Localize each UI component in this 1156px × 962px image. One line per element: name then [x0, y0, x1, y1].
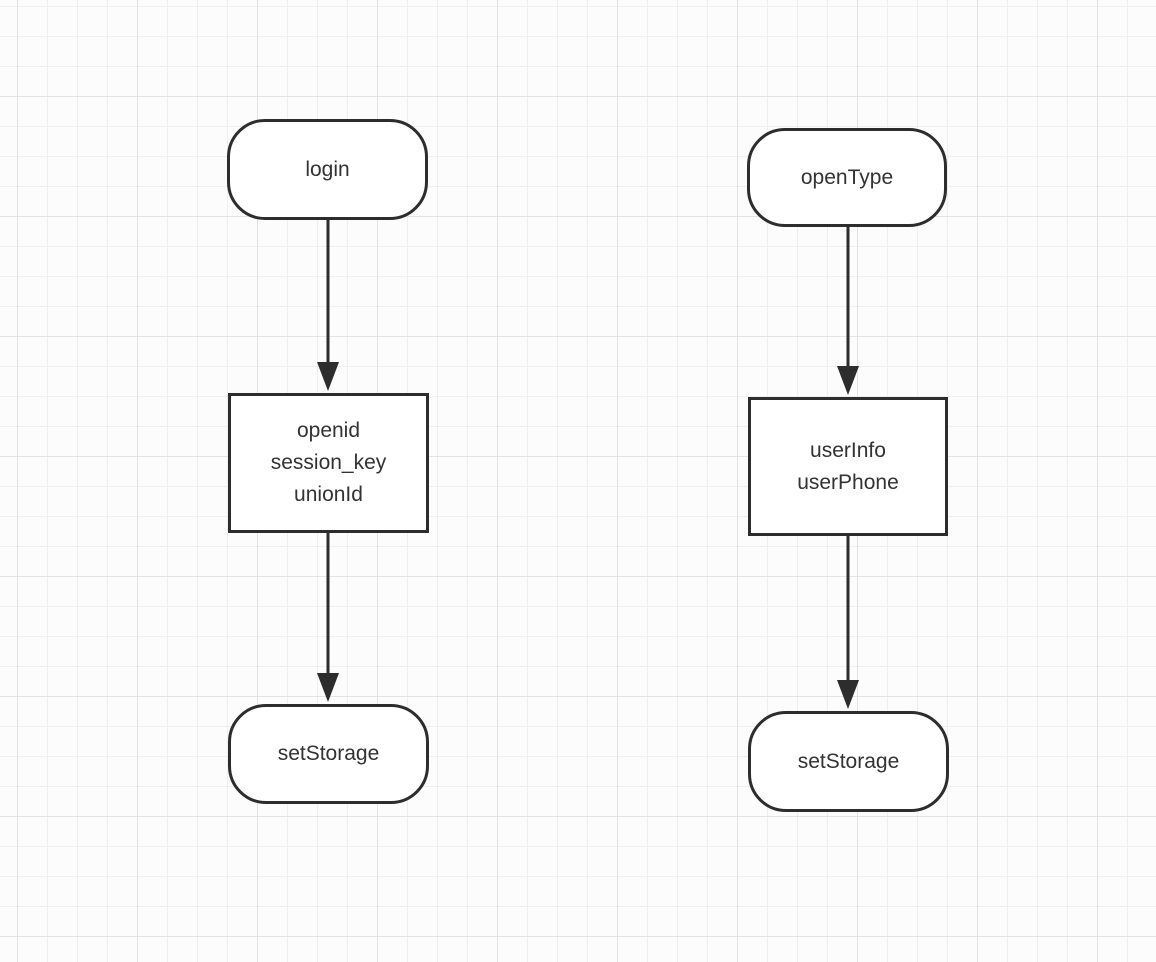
node-openid-session-key-unionid[interactable]: openid session_key unionId — [228, 393, 429, 533]
node-label: setStorage — [797, 749, 900, 773]
node-label: openid session_key unionId — [271, 415, 387, 511]
node-label-line: openid — [296, 419, 361, 442]
node-opentype[interactable]: openType — [747, 128, 947, 227]
arrow-openid-to-setstorage[interactable] — [317, 533, 339, 702]
node-login[interactable]: login — [227, 119, 428, 220]
arrow-userinfo-to-setstorage[interactable] — [837, 536, 859, 709]
node-setstorage-right[interactable]: setStorage — [748, 711, 949, 812]
node-label: userInfo userPhone — [797, 435, 899, 499]
node-label-line: session_key — [270, 451, 387, 474]
node-label-line: unionId — [294, 483, 363, 506]
node-label-line: userPhone — [797, 470, 899, 494]
node-label-line: userInfo — [810, 438, 886, 462]
arrow-opentype-to-userinfo[interactable] — [837, 227, 859, 395]
node-setstorage-left[interactable]: setStorage — [228, 704, 429, 804]
node-label: openType — [800, 165, 894, 189]
node-userinfo-userphone[interactable]: userInfo userPhone — [748, 397, 948, 536]
node-label: setStorage — [277, 742, 380, 765]
arrow-login-to-openid[interactable] — [317, 220, 339, 391]
node-label: login — [305, 157, 350, 181]
